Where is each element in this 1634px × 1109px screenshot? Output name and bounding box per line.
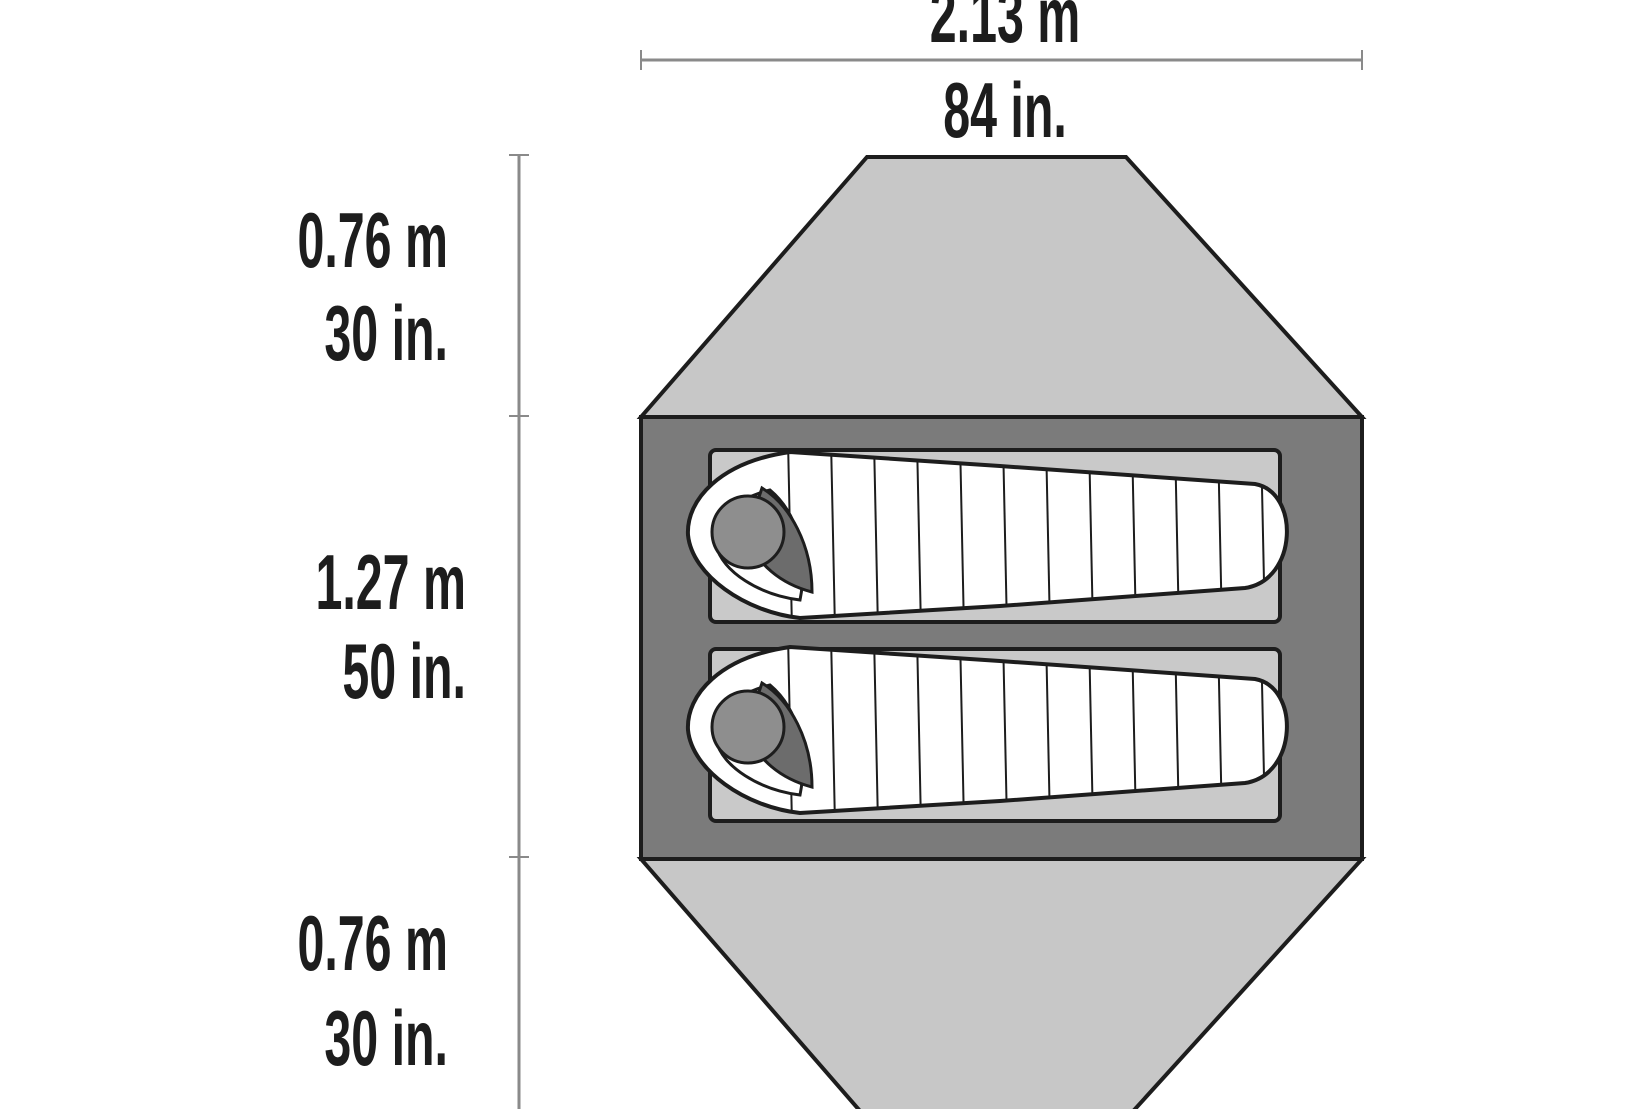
sleeping-bag-body [687,647,1287,813]
sleeping-bag-body [687,452,1287,618]
floor-width-imperial-label: 50 in. [342,627,466,715]
head-icon [710,494,786,570]
width-imperial-label: 84 in. [943,66,1067,154]
floor-width-metric-label: 1.27 m [315,538,466,626]
top-vestibule [636,155,1367,419]
width-metric-label: 2.13 m [930,0,1081,59]
sleeping-bag-outline [685,449,1289,621]
sleeping-bag-outline [685,644,1289,816]
width-dimension-line [640,50,1363,70]
bottom-vestibule-imperial-label: 30 in. [324,994,448,1082]
bottom-vestibule [636,857,1367,1109]
head-icon [710,689,786,765]
bottom-vestibule-metric-label: 0.76 m [297,899,448,987]
top-vestibule-imperial-label: 30 in. [324,289,448,377]
sleeping-bag-2 [685,644,1289,816]
sleeping-bag-1 [685,449,1289,621]
depth-dimension-line [509,154,529,1109]
top-vestibule-metric-label: 0.76 m [297,196,448,284]
